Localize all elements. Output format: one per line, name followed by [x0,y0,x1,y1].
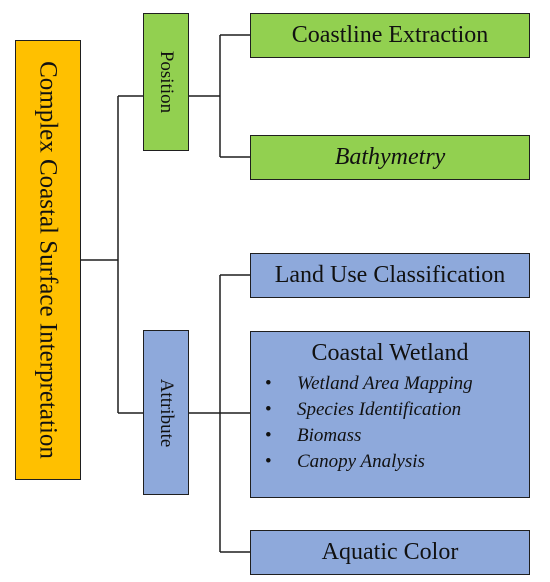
position-label: Position [156,50,177,114]
coastal-wetland-node: Coastal Wetland • Wetland Area Mapping • S… [250,331,530,498]
bullet-icon: • [265,425,272,446]
aquatic-color-label: Aquatic Color [321,539,459,565]
root-label: Complex Coastal Surface Interpretation [34,61,62,459]
wetland-list-item: • Wetland Area Mapping [265,371,529,397]
wetland-list-item: • Canopy Analysis [265,449,529,475]
bathymetry-node: Bathymetry [250,135,530,180]
coastline-extraction-label: Coastline Extraction [291,22,489,48]
wetland-item-label: Canopy Analysis [297,451,425,472]
wetland-item-label: Biomass [297,425,362,446]
wetland-list-item: • Biomass [265,423,529,449]
wetland-item-label: Species Identification [297,399,462,420]
attribute-node: Attribute [143,330,189,495]
attribute-label: Attribute [156,378,177,447]
bathymetry-label: Bathymetry [334,144,446,170]
aquatic-color-node: Aquatic Color [250,530,530,575]
wetland-item-label: Wetland Area Mapping [297,373,473,394]
root-node: Complex Coastal Surface Interpretation [15,40,81,480]
land-use-classification-label: Land Use Classification [274,262,506,288]
bullet-icon: • [265,373,272,394]
bullet-icon: • [265,399,272,420]
wetland-list-item: • Species Identification [265,397,529,423]
land-use-classification-node: Land Use Classification [250,253,530,298]
coastal-wetland-title: Coastal Wetland [311,340,469,366]
position-node: Position [143,13,189,151]
coastline-extraction-node: Coastline Extraction [250,13,530,58]
bullet-icon: • [265,451,272,472]
